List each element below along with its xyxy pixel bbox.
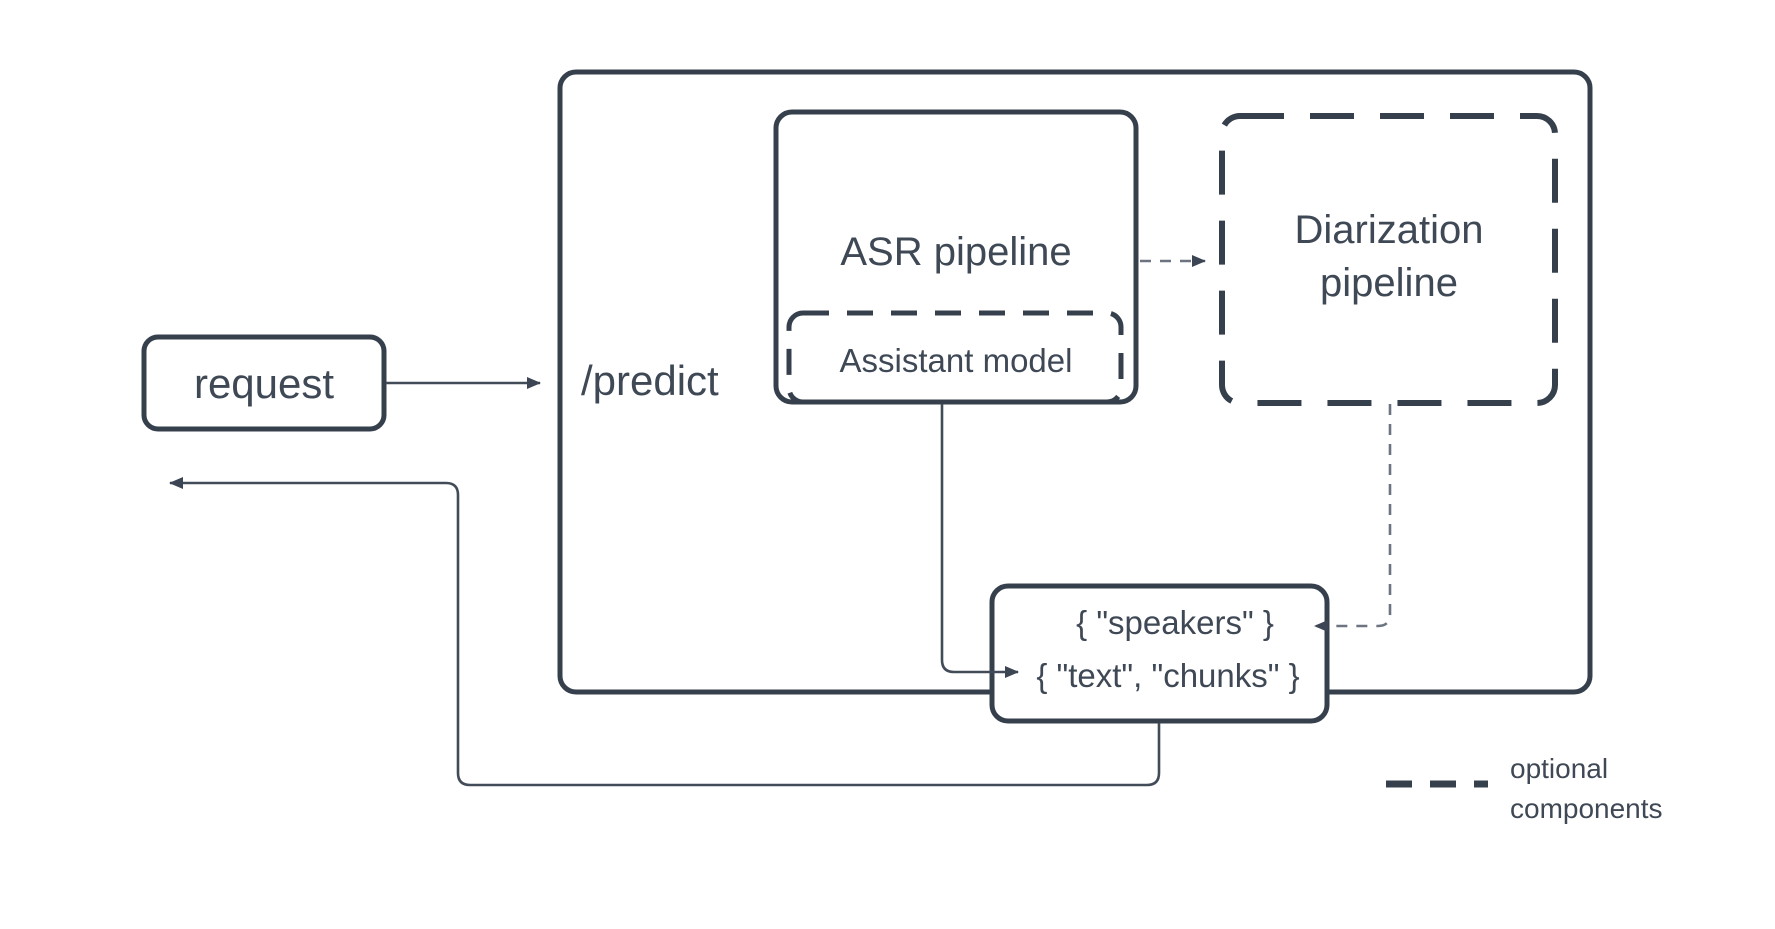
legend-label-line2: components — [1510, 793, 1663, 824]
predict-label: /predict — [581, 357, 719, 404]
assistant-model-label: Assistant model — [840, 342, 1073, 379]
asr-pipeline-label: ASR pipeline — [840, 230, 1071, 274]
assistant-model-box[interactable] — [786, 310, 1124, 405]
output-box[interactable] — [989, 583, 1330, 724]
edge-output-to-response — [169, 477, 1161, 787]
legend-label-line1: optional — [1510, 753, 1608, 784]
diarization-pipeline-label-line2: pipeline — [1320, 261, 1458, 305]
asr-pipeline-box[interactable] — [773, 109, 1139, 405]
output-speakers-label: { "speakers" } — [1076, 604, 1274, 641]
edge-diarization-to-speakers — [1314, 404, 1392, 632]
diarization-pipeline-box[interactable] — [1219, 113, 1558, 406]
edge-asr-to-text-chunks — [940, 404, 1019, 678]
diarization-pipeline-label-line1: Diarization — [1295, 208, 1484, 252]
output-text-chunks-label: { "text", "chunks" } — [1036, 657, 1299, 694]
request-box[interactable] — [141, 334, 387, 432]
request-label: request — [194, 360, 334, 407]
